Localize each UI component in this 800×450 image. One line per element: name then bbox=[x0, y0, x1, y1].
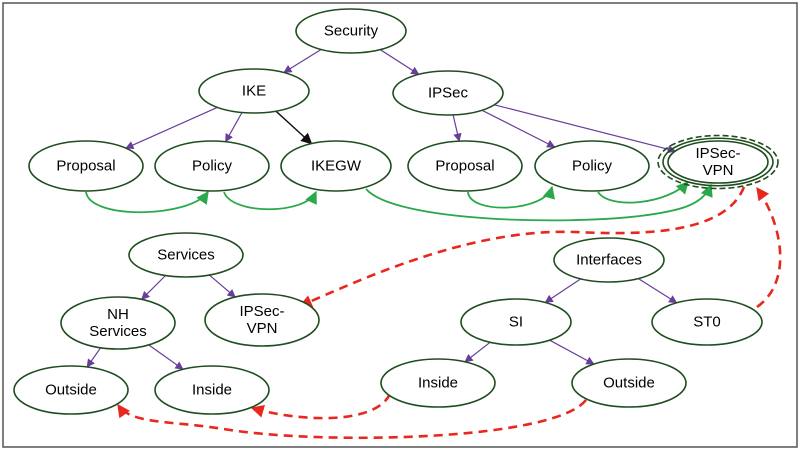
node-st0: ST0 bbox=[651, 298, 763, 346]
node-label: Policy bbox=[192, 158, 233, 175]
edge-services-to-svc-ipsec-vpn bbox=[209, 274, 236, 298]
node-label: Services bbox=[157, 247, 215, 264]
node-ellipse bbox=[154, 140, 270, 192]
node-svc-ipsec-vpn: IPSec-VPN bbox=[204, 293, 320, 347]
node-ellipse bbox=[154, 365, 270, 415]
node-ellipse bbox=[553, 237, 665, 283]
node-label: Outside bbox=[603, 375, 655, 392]
edge-services-to-nh-services bbox=[141, 275, 166, 300]
node-label: IPSec- bbox=[695, 145, 740, 162]
node-security: Security bbox=[295, 8, 407, 54]
node-ellipse bbox=[571, 358, 687, 408]
edge-ike-to-ike-policy bbox=[225, 112, 243, 143]
node-interfaces: Interfaces bbox=[553, 237, 665, 283]
edge-ipsec-proposal-to-ipsec-policy bbox=[467, 185, 555, 209]
node-label: Security bbox=[324, 23, 379, 40]
node-ellipse bbox=[295, 8, 407, 54]
edge-ike-to-ikegw bbox=[275, 110, 313, 145]
node-label: VPN bbox=[703, 162, 734, 179]
edge-ike-proposal-to-ike-policy bbox=[85, 190, 209, 214]
edge-if-inside-to-svc-inside bbox=[250, 393, 392, 420]
node-ellipse bbox=[128, 232, 244, 278]
node-svc-outside: Outside bbox=[13, 365, 129, 415]
node-ellipse bbox=[198, 68, 310, 114]
node-if-inside: Inside bbox=[380, 358, 496, 408]
node-ellipse bbox=[380, 358, 496, 408]
node-label: Services bbox=[89, 323, 147, 340]
edge-si-to-if-inside bbox=[464, 341, 491, 363]
node-label: Policy bbox=[572, 158, 613, 175]
node-label: IKE bbox=[242, 83, 266, 100]
node-ikegw: IKEGW bbox=[280, 140, 392, 192]
node-ipsec-vpn: IPSec-VPN bbox=[657, 134, 779, 190]
node-label: IPSec- bbox=[239, 303, 284, 320]
edge-if-outside-to-svc-outside bbox=[116, 399, 588, 440]
node-label: Inside bbox=[418, 375, 458, 392]
edge-nh-services-to-svc-outside bbox=[86, 347, 102, 368]
edge-security-to-ipsec bbox=[379, 49, 420, 75]
node-ellipse bbox=[667, 140, 769, 184]
node-ipsec-policy: Policy bbox=[534, 140, 650, 192]
edge-ike-policy-to-ikegw bbox=[223, 190, 317, 211]
node-label: Inside bbox=[192, 382, 232, 399]
edge-ipsec-to-ipsec-proposal bbox=[452, 114, 462, 142]
node-label: IKEGW bbox=[311, 158, 362, 175]
edge-interfaces-to-si bbox=[544, 278, 582, 303]
edge-ikegw-to-ipsec-vpn bbox=[365, 183, 713, 222]
node-ellipse bbox=[407, 140, 523, 192]
node-label: NH bbox=[107, 306, 129, 323]
node-highlight-ring bbox=[662, 137, 774, 187]
node-si: SI bbox=[460, 298, 572, 346]
node-svc-inside: Inside bbox=[154, 365, 270, 415]
edge-ipsec-policy-to-ipsec-vpn bbox=[597, 181, 689, 204]
node-label: Proposal bbox=[435, 158, 494, 175]
node-ellipse bbox=[392, 70, 504, 116]
edge-si-to-if-outside bbox=[549, 339, 595, 365]
node-label: Proposal bbox=[56, 158, 115, 175]
node-ipsec-proposal: Proposal bbox=[407, 140, 523, 192]
node-ike-proposal: Proposal bbox=[28, 140, 144, 192]
node-ellipse bbox=[13, 365, 129, 415]
node-ellipse bbox=[60, 296, 176, 350]
node-ike: IKE bbox=[198, 68, 310, 114]
node-if-outside: Outside bbox=[571, 358, 687, 408]
edge-nh-services-to-svc-inside bbox=[148, 344, 184, 370]
edge-ipsec-to-ipsec-policy bbox=[481, 109, 556, 148]
node-label: ST0 bbox=[693, 314, 721, 331]
node-label: Interfaces bbox=[576, 252, 642, 269]
node-label: IPSec bbox=[428, 85, 469, 102]
node-ellipse bbox=[460, 298, 572, 346]
node-ellipse bbox=[280, 140, 392, 192]
node-label: Outside bbox=[45, 382, 97, 399]
edge-ipsec-to-ipsec-vpn bbox=[494, 104, 677, 154]
node-highlight-ring bbox=[657, 134, 779, 190]
node-ellipse bbox=[204, 293, 320, 347]
edge-ike-to-ike-proposal bbox=[125, 106, 218, 149]
edges-layer bbox=[85, 48, 782, 440]
node-ike-policy: Policy bbox=[154, 140, 270, 192]
node-label: VPN bbox=[247, 320, 278, 337]
node-ipsec: IPSec bbox=[392, 70, 504, 116]
node-ellipse bbox=[534, 140, 650, 192]
edge-interfaces-to-st0 bbox=[638, 278, 678, 304]
node-services: Services bbox=[128, 232, 244, 278]
node-label: SI bbox=[509, 314, 523, 331]
edge-security-to-ike bbox=[283, 48, 322, 74]
node-ellipse bbox=[651, 298, 763, 346]
node-ellipse bbox=[28, 140, 144, 192]
edge-st0-to-ipsec-vpn bbox=[755, 186, 782, 309]
